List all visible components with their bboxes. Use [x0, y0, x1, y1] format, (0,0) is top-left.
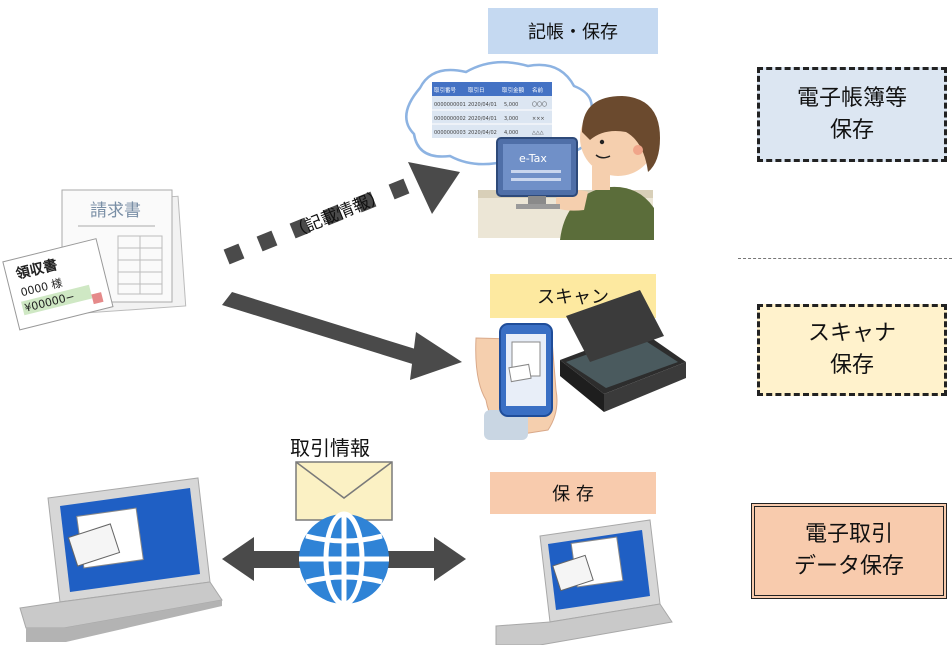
receipt-document-icon: 領収書 0000 様 ¥00000−: [2, 238, 114, 331]
dotted-arrow: [223, 162, 460, 265]
box-ledger-storage: 電子帳簿等 保存: [757, 67, 947, 162]
table-header-3: 名前: [532, 86, 544, 94]
laptop-save-icon: [495, 519, 673, 645]
box-etrans-line2: データ保存: [793, 554, 904, 579]
table-cell-0-2: 5,000: [504, 102, 518, 108]
table-cell-1-2: 3,000: [504, 116, 518, 122]
table-cell-1-0: 0000000002: [434, 116, 466, 122]
label-save: 保 存: [490, 472, 656, 514]
arrow-right: [384, 537, 466, 581]
invoice-title: 請求書: [90, 201, 141, 221]
section-divider: [738, 258, 952, 259]
globe-icon: [299, 511, 389, 607]
monitor-brand: e-Tax: [519, 152, 547, 165]
table-cell-0-3: 〇〇〇: [532, 102, 547, 108]
box-scanner-line1: スキャナ: [807, 321, 896, 346]
envelope-icon: [295, 461, 393, 521]
box-etrans-line1: 電子取引: [804, 522, 893, 547]
label-scan: スキャン: [490, 274, 656, 318]
transaction-info-label: 取引情報: [290, 436, 370, 460]
table-cell-1-1: 2020/04/01: [468, 116, 497, 122]
data-table: 取引番号 取引日 取引金額 名前 0000000001 2020/04/01 5…: [432, 82, 552, 138]
box-ledger-line2: 保存: [829, 117, 874, 143]
table-cell-0-1: 2020/04/01: [468, 102, 497, 108]
table-cell-2-3: △△△: [532, 130, 544, 136]
arrow-left: [222, 537, 304, 581]
box-etransaction-storage: 電子取引 データ保存: [751, 503, 947, 599]
smartphone-icon: [499, 323, 553, 417]
box-ledger-line1: 電子帳簿等: [796, 85, 907, 111]
laptop-left-icon: [19, 477, 223, 642]
table-cell-1-3: ×××: [532, 116, 545, 122]
table-cell-0-0: 0000000001: [434, 102, 466, 108]
person-icon: [556, 96, 660, 240]
table-header-2: 取引金額: [502, 86, 525, 94]
table-cell-2-0: 0000000003: [434, 130, 466, 136]
table-header-1: 取引日: [468, 86, 485, 94]
recorded-info-label: （記載情報）: [287, 186, 389, 243]
scanner-icon: [560, 290, 686, 412]
box-scanner-storage: スキャナ 保存: [757, 304, 947, 396]
table-cell-2-1: 2020/04/02: [468, 130, 497, 136]
solid-arrow-to-scan: [222, 292, 462, 380]
box-scanner-line2: 保存: [829, 353, 874, 378]
etax-monitor-icon: e-Tax: [496, 137, 578, 209]
table-header-0: 取引番号: [434, 86, 457, 94]
table-cell-2-2: 4,000: [504, 130, 518, 136]
label-record-save: 記帳・保存: [488, 8, 658, 54]
